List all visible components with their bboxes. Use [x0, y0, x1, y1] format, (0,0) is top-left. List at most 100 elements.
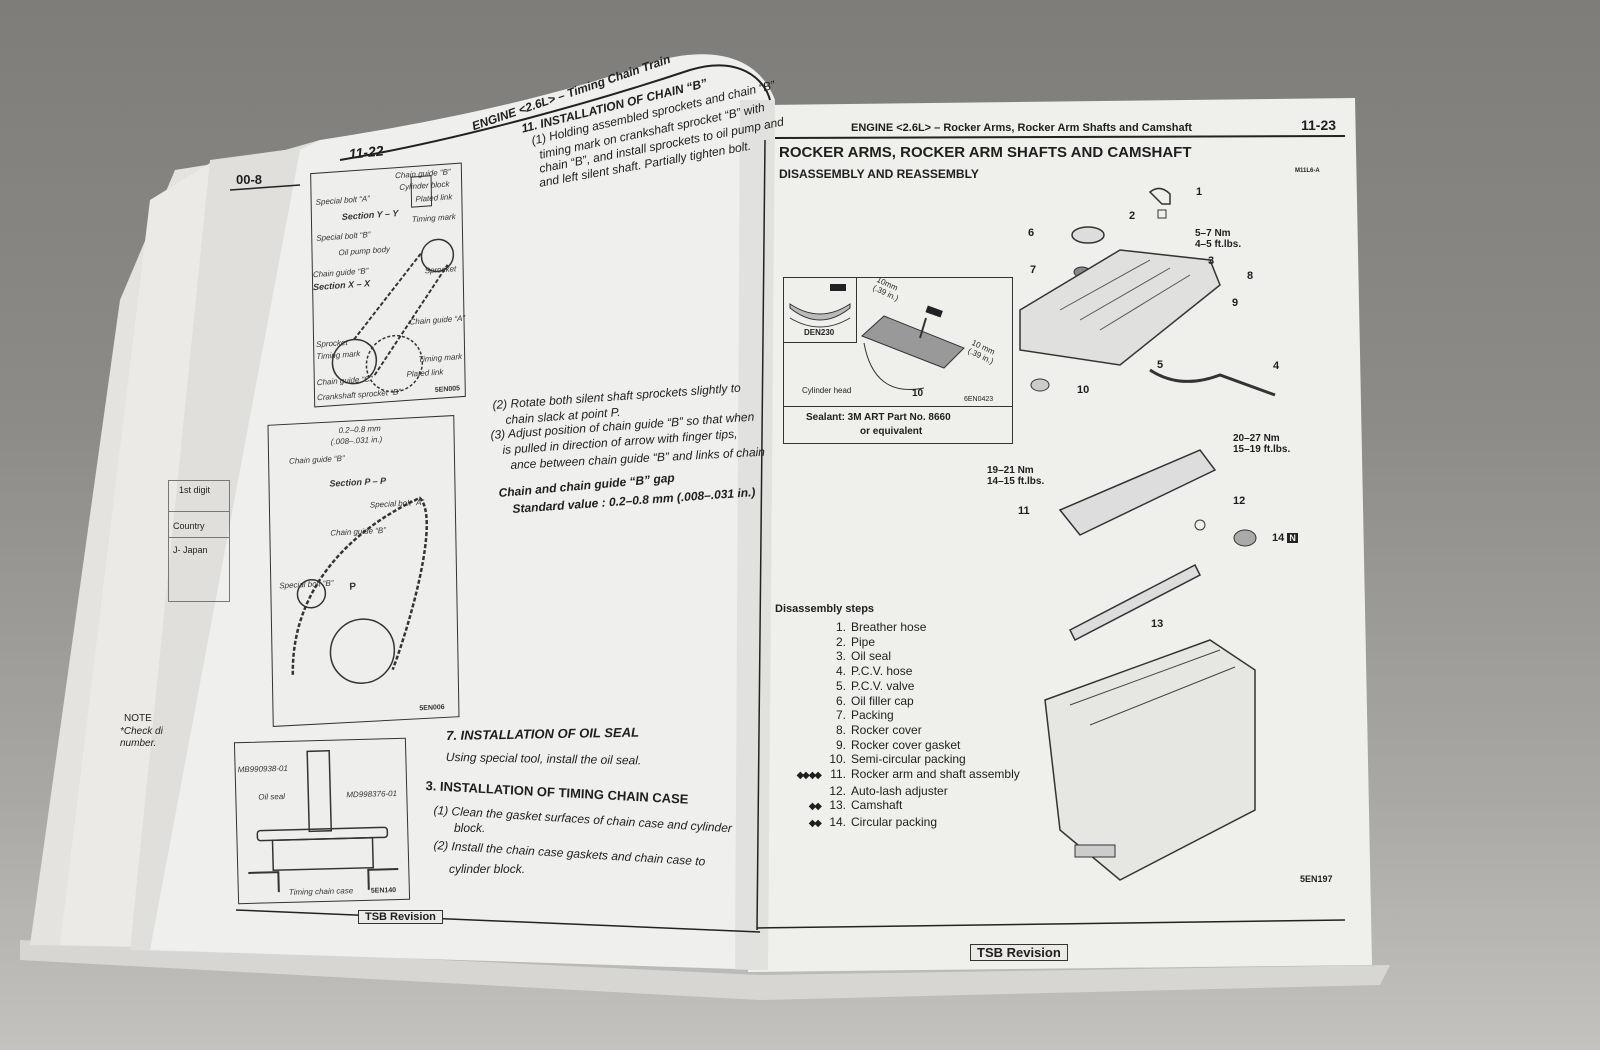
oil-seal-tool-figure: MB990938-01 Oil seal MD998376-01 Timing …: [233, 737, 411, 905]
reassembly-mark-icon: ◆◆: [808, 818, 822, 830]
disassembly-step: 2. Pipe: [760, 635, 1020, 650]
disassembly-step: 7.Packing: [760, 708, 1020, 723]
step-number: 8.: [835, 722, 846, 737]
fig3-label: Oil seal: [258, 791, 286, 802]
back-page-rule: [229, 184, 301, 191]
sealant-application-drawing: [861, 305, 965, 390]
left-tsb-revision: TSB Revision: [358, 910, 443, 924]
reassembly-mark-icon: ◆◆ ◆◆: [796, 770, 822, 782]
country-table: 1st digit Country J- Japan: [168, 480, 230, 602]
table-col-header: 1st digit: [179, 485, 211, 495]
right-header-rule: [774, 135, 1346, 139]
sealant-figure-code: 6EN0423: [964, 396, 994, 403]
callout-1: 1: [1196, 186, 1203, 198]
fig3-label: MB990938-01: [237, 763, 288, 775]
fig2-point-label: P: [349, 581, 357, 593]
callout-8: 8: [1247, 270, 1254, 282]
step-number: 11.: [830, 767, 846, 782]
sealant-figure: DEN230 10mm(.39 in.) 10 mm(.39 in.) Cyli…: [783, 275, 1013, 444]
right-page-number: 11-23: [1301, 117, 1337, 133]
callout-10: 10: [1077, 384, 1090, 396]
step-label: P.C.V. valve: [851, 678, 915, 693]
note-title: NOTE: [124, 713, 152, 724]
chain-guide-figure: 0.2–0.8 mm (.008–.031 in.) Chain guide “…: [267, 415, 460, 727]
step-label: Oil filler cap: [851, 693, 914, 708]
step-number: 9.: [835, 737, 846, 752]
callout-11: 11: [1018, 505, 1030, 517]
timing-chain-figure: Chain guide “B” Cylinder block Special b…: [310, 162, 466, 408]
callout-5: 5: [1157, 359, 1164, 371]
right-page-title: ROCKER ARMS, ROCKER ARM SHAFTS AND CAMSH…: [779, 144, 1192, 161]
callout-2: 2: [1129, 210, 1136, 222]
sealant-spec: Sealant: 3M ART Part No. 8660: [806, 412, 951, 423]
step-label: Circular packing: [851, 815, 938, 830]
callout-14-number: 14: [1272, 532, 1285, 544]
torque-ftlbs: 4–5 ft.lbs.: [1195, 239, 1242, 250]
callout-13: 13: [1151, 618, 1164, 630]
note-line-2: number.: [120, 738, 157, 749]
step-number: 14.: [829, 815, 846, 830]
step-label: Semi-circular packing: [851, 752, 966, 767]
section-3-step1-line: block.: [454, 821, 486, 835]
step-number: 12.: [829, 783, 846, 798]
disassembly-step: 12.Auto-lash adjuster: [760, 784, 1020, 799]
step-number: 5.: [835, 678, 846, 693]
oil-seal-tool-drawing: [248, 750, 399, 893]
chain-guide-drawing: [291, 496, 428, 684]
step-number: 4.: [835, 664, 846, 679]
book-bottom-edge: [20, 940, 1390, 1000]
callout-7: 7: [1030, 264, 1037, 276]
disassembly-step: 1.Breather hose: [760, 620, 1020, 635]
disassembly-step: 3.Oil seal: [760, 649, 1020, 664]
table-value: J- Japan: [173, 545, 208, 555]
right-margin-rule: [756, 139, 766, 931]
timing-chain-drawing: [331, 175, 455, 393]
disassembly-step: ◆◆ 13. Camshaft: [760, 798, 1020, 815]
sealant-spec-2: or equivalent: [860, 426, 923, 437]
fig3-code: 5EN140: [370, 887, 397, 895]
part-number-10: 10: [912, 388, 924, 399]
cylinder-head-label: Cylinder head: [802, 386, 852, 395]
step-number: 13.: [829, 798, 846, 813]
reassembly-mark-icon: ◆◆: [808, 801, 822, 813]
step-label: P.C.V. hose: [851, 664, 913, 679]
disassembly-step: 8.Rocker cover: [760, 723, 1020, 738]
step-label: Pipe: [851, 634, 876, 649]
step-number: 1.: [835, 620, 846, 634]
disassembly-step: 4. P.C.V. hose: [760, 664, 1020, 679]
step-label: Oil seal: [851, 649, 892, 664]
step-number: 2.: [835, 634, 846, 649]
gutter-shadow: [735, 100, 775, 970]
right-page-subtitle: DISASSEMBLY AND REASSEMBLY: [779, 167, 979, 181]
fig3-label: MD998376-01: [346, 789, 398, 800]
callout-12: 12: [1233, 495, 1246, 507]
callout-3: 3: [1208, 255, 1215, 267]
fig2-code: 5EN006: [419, 703, 445, 713]
fig3-label: Timing chain case: [288, 886, 354, 897]
table-row-label: Country: [173, 521, 205, 531]
disassembly-step: 9.Rocker cover gasket: [760, 738, 1020, 753]
disassembly-step: ◆◆ 14. Circular packing: [760, 815, 1020, 832]
disassembly-step: 5. P.C.V. valve: [760, 679, 1020, 694]
torque-nm: 5–7 Nm: [1195, 228, 1231, 239]
non-reusable-badge: N: [1287, 533, 1298, 543]
torque-ftlbs: 15–19 ft.lbs.: [1233, 444, 1291, 455]
section-3-step2-line: cylinder block.: [449, 862, 526, 876]
torque-ftlbs: 14–15 ft.lbs.: [987, 476, 1045, 487]
step-number: 6.: [835, 693, 846, 708]
exploded-engine-drawing: [1019, 187, 1276, 881]
step-label: Camshaft: [851, 798, 903, 813]
semi-circular-packing-drawing: [789, 284, 851, 328]
step-label: Packing: [851, 708, 894, 723]
right-tsb-revision: TSB Revision: [970, 944, 1068, 961]
callout-4: 4: [1273, 360, 1280, 372]
fig1-code: 5EN005: [434, 385, 461, 394]
torque-nm: 19–21 Nm: [987, 465, 1034, 476]
right-bottom-rule: [756, 919, 1346, 929]
callout-9: 9: [1232, 297, 1239, 309]
step-number: 10.: [829, 752, 846, 767]
